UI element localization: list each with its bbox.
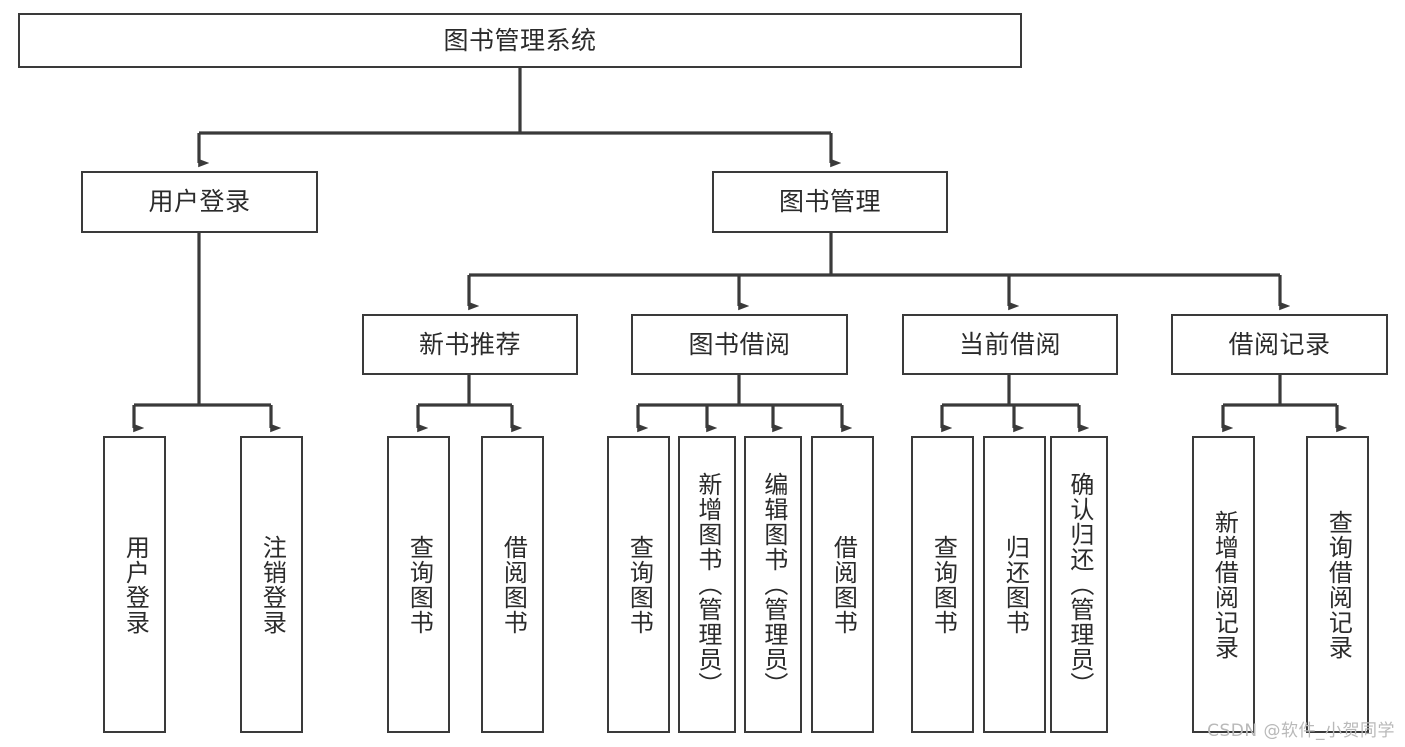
node-leaf-return-book[interactable]: 归还图书 [983,436,1046,733]
node-leaf-borrow-book-1[interactable]: 借阅图书 [481,436,544,733]
node-leaf-add-record[interactable]: 新增借阅记录 [1192,436,1255,733]
node-book-manage[interactable]: 图书管理 [712,171,948,233]
csdn-watermark: CSDN @软件_小贺同学 [1207,721,1395,741]
node-leaf-add-book[interactable]: 新增图书（管理员） [678,436,736,733]
node-leaf-user-logout[interactable]: 注销登录 [240,436,303,733]
node-leaf-query-book-1[interactable]: 查询图书 [387,436,450,733]
node-user-login[interactable]: 用户登录 [81,171,318,233]
node-leaf-borrow-book-2[interactable]: 借阅图书 [811,436,874,733]
node-book-borrow[interactable]: 图书借阅 [631,314,848,375]
node-root[interactable]: 图书管理系统 [18,13,1022,68]
node-leaf-user-login[interactable]: 用户登录 [103,436,166,733]
node-leaf-query-book-2[interactable]: 查询图书 [607,436,670,733]
node-leaf-query-book-3[interactable]: 查询图书 [911,436,974,733]
node-leaf-confirm-return[interactable]: 确认归还（管理员） [1050,436,1108,733]
node-borrow-record[interactable]: 借阅记录 [1171,314,1388,375]
node-new-book-recommend[interactable]: 新书推荐 [362,314,578,375]
node-leaf-edit-book[interactable]: 编辑图书（管理员） [744,436,802,733]
node-current-borrow[interactable]: 当前借阅 [902,314,1118,375]
node-leaf-query-record[interactable]: 查询借阅记录 [1306,436,1369,733]
